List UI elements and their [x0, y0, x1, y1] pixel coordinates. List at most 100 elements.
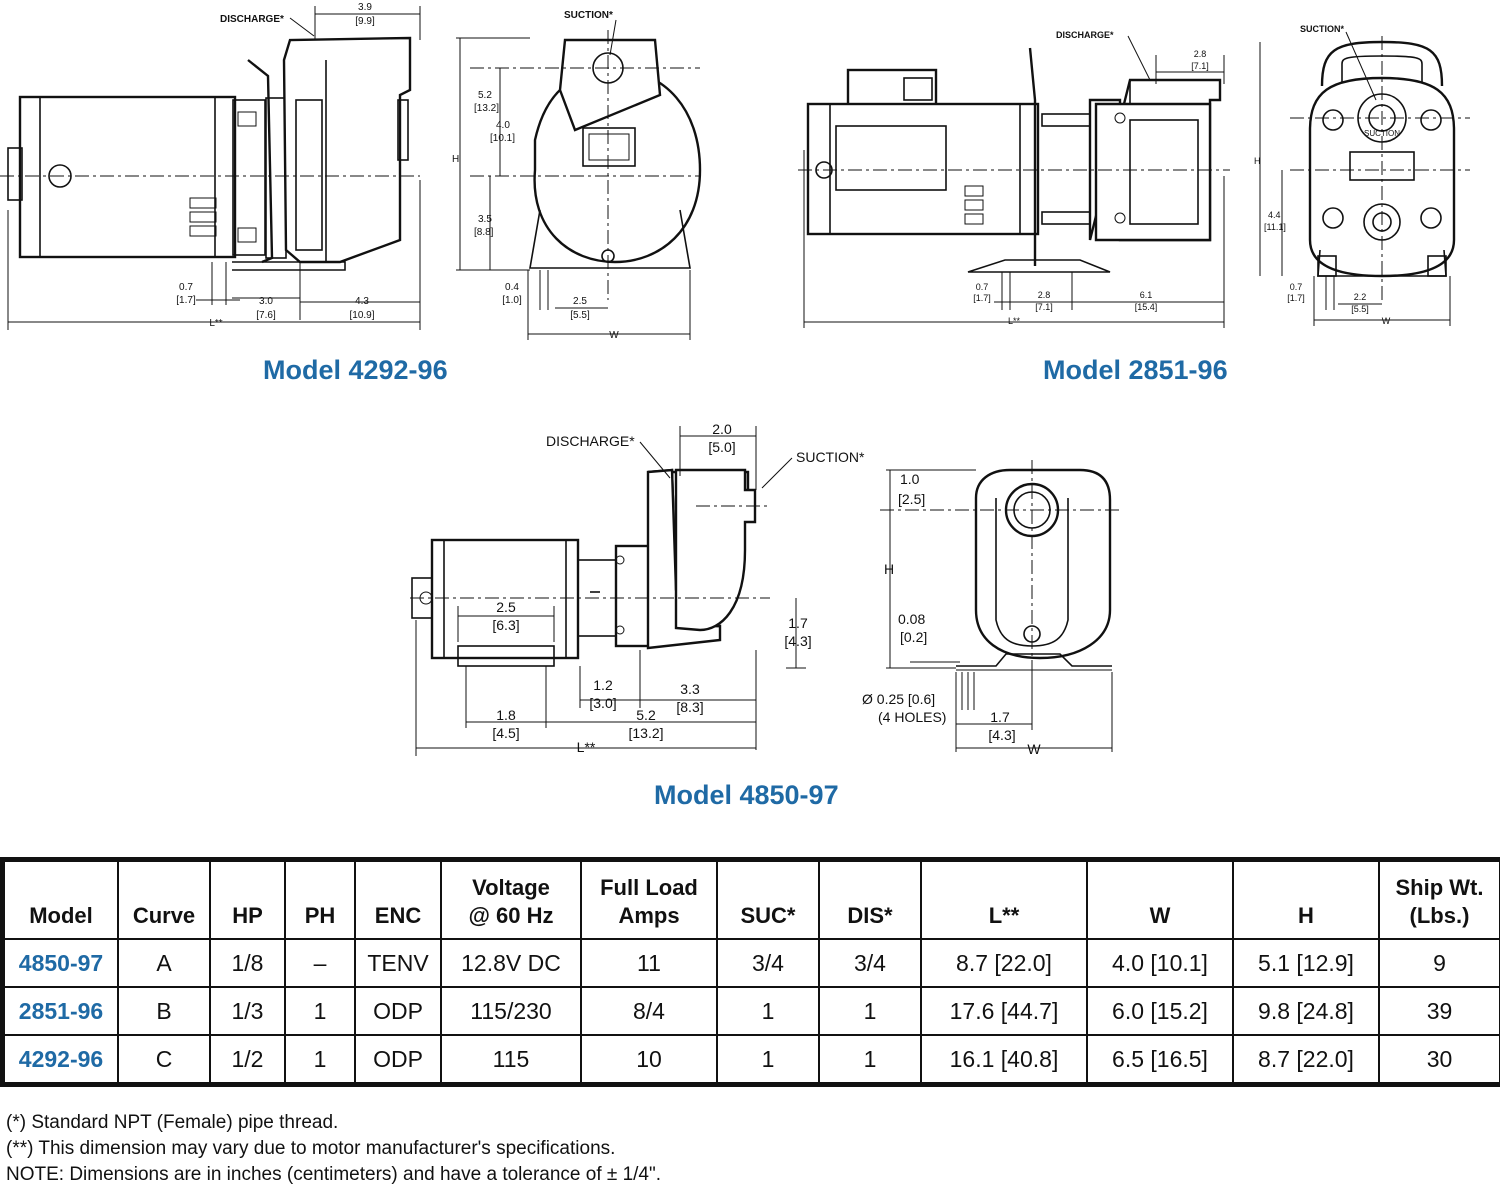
dim-4-4: 4.4: [1268, 210, 1281, 220]
dim-w: W: [609, 330, 619, 341]
table-cell: A: [117, 938, 211, 988]
table-cell: 1/3: [209, 986, 286, 1036]
column-header: W: [1086, 860, 1234, 940]
table-cell: 1: [818, 1034, 922, 1084]
pump-end-view-2851: SUCTION SUCTION* H 4.4 [11.1] 0.7 [1.7] …: [1254, 24, 1470, 326]
table-cell: 1/8: [209, 938, 286, 988]
table-cell: 9.8 [24.8]: [1232, 986, 1380, 1036]
dim-1-2: 1.2: [593, 677, 613, 693]
dim-0-7-cm: [1.7]: [973, 293, 991, 303]
table-cell: 4.0 [10.1]: [1086, 938, 1234, 988]
model-cell: 2851-96: [3, 986, 119, 1036]
column-header: H: [1232, 860, 1380, 940]
dim-5-2-cm: [13.2]: [474, 103, 499, 114]
dim-1-7b-cm: [4.3]: [988, 727, 1015, 743]
table-cell: 6.5 [16.5]: [1086, 1034, 1234, 1084]
column-header: Curve: [117, 860, 211, 940]
table-cell: 115/230: [440, 986, 582, 1036]
dim-4-0-cm: [10.1]: [490, 133, 515, 144]
diagram-2851-96: DISCHARGE* 2.8 [7.1] 0.7 [1.7] 2.8 [7.1]…: [798, 24, 1470, 328]
dim-l: L**: [1008, 316, 1021, 326]
table-cell: 3/4: [716, 938, 820, 988]
dim-0-7b: 0.7: [1290, 282, 1303, 292]
table-cell: 11: [580, 938, 718, 988]
column-header: L**: [920, 860, 1088, 940]
dim-2-8a: 2.8: [1194, 49, 1207, 59]
table-cell: 17.6 [44.7]: [920, 986, 1088, 1036]
discharge-label: DISCHARGE*: [546, 433, 635, 449]
dim-2-0-cm: [5.0]: [708, 439, 735, 455]
dim-0-4: 0.4: [505, 282, 519, 293]
model-title-4850-97: Model 4850-97: [654, 780, 839, 810]
table-cell: 8/4: [580, 986, 718, 1036]
dim-3-9-cm: [9.9]: [355, 16, 375, 27]
dim-0-4-cm: [1.0]: [502, 295, 522, 306]
dim-0-08: 0.08: [898, 611, 925, 627]
dim-2-5-cm: [6.3]: [492, 617, 519, 633]
dim-5-2-cm: [13.2]: [628, 725, 663, 741]
table-cell: 8.7 [22.0]: [920, 938, 1088, 988]
column-header: HP: [209, 860, 286, 940]
dim-1-8-cm: [4.5]: [492, 725, 519, 741]
diagram-4292-96: DISCHARGE* 3.9 [9.9] 0.7 [1.7] 3.0 [7.6]…: [0, 2, 702, 341]
table-cell: 115: [440, 1034, 582, 1084]
table-cell: 1: [284, 986, 356, 1036]
note-dimension-vary: (**) This dimension may vary due to moto…: [6, 1138, 616, 1159]
diagram-4850-97: DISCHARGE* 2.0 [5.0] SUCTION* 2.5 [6.3] …: [410, 421, 1120, 757]
note-tolerance: NOTE: Dimensions are in inches (centimet…: [6, 1164, 662, 1185]
dim-6-1-cm: [15.4]: [1135, 302, 1158, 312]
dim-4-3-cm: [10.9]: [349, 310, 374, 321]
dim-4-0: 4.0: [496, 120, 510, 131]
table-cell: –: [284, 938, 356, 988]
dim-l: L**: [209, 318, 222, 329]
column-header: SUC*: [716, 860, 820, 940]
table-cell: C: [117, 1034, 211, 1084]
suction-cast-label: SUCTION: [1364, 129, 1400, 138]
pump-side-view-2851: DISCHARGE* 2.8 [7.1] 0.7 [1.7] 2.8 [7.1]…: [798, 30, 1230, 328]
discharge-label: DISCHARGE*: [1056, 30, 1114, 40]
dim-1-7-cm: [4.3]: [784, 633, 811, 649]
model-cell: 4292-96: [3, 1034, 119, 1084]
table-cell: 8.7 [22.0]: [1232, 1034, 1380, 1084]
note-npt: (*) Standard NPT (Female) pipe thread.: [6, 1112, 339, 1133]
dim-2-8a-cm: [7.1]: [1191, 61, 1209, 71]
column-header: Voltage@ 60 Hz: [440, 860, 582, 940]
pump-end-view-4850: 1.0 [2.5] H 0.08 [0.2] Ø 0.25 [0.6] (4 H…: [862, 460, 1120, 757]
dim-h: H: [452, 154, 459, 165]
dim-2-0: 2.0: [712, 421, 732, 437]
dim-h: H: [1254, 156, 1261, 166]
pump-side-view-4292: DISCHARGE* 3.9 [9.9] 0.7 [1.7] 3.0 [7.6]…: [0, 2, 421, 330]
model-cell: 4850-97: [3, 938, 119, 988]
column-header: PH: [284, 860, 356, 940]
dim-3-5-cm: [8.8]: [474, 227, 494, 238]
dim-2-5: 2.5: [573, 296, 587, 307]
dim-1-0-cm: [2.5]: [898, 491, 925, 507]
dim-3-9: 3.9: [358, 2, 372, 13]
dim-3-0-cm: [7.6]: [256, 310, 276, 321]
dim-h: H: [884, 561, 894, 577]
column-header: Ship Wt.(Lbs.): [1378, 860, 1500, 940]
dim-0-7: 0.7: [976, 282, 989, 292]
dim-2-5: 2.5: [496, 599, 516, 615]
dim-3-3: 3.3: [680, 681, 700, 697]
dim-2-2: 2.2: [1354, 292, 1367, 302]
suction-label: SUCTION*: [796, 449, 865, 465]
suction-label: SUCTION*: [564, 10, 613, 21]
column-header: DIS*: [818, 860, 922, 940]
table-cell: 1: [716, 1034, 820, 1084]
dim-w: W: [1027, 741, 1041, 757]
dim-1-8: 1.8: [496, 707, 516, 723]
holes-dim: Ø 0.25 [0.6]: [862, 691, 935, 707]
table-cell: 1/2: [209, 1034, 286, 1084]
pump-side-view-4850: DISCHARGE* 2.0 [5.0] SUCTION* 2.5 [6.3] …: [410, 421, 865, 756]
dim-2-5-cm: [5.5]: [570, 310, 590, 321]
table-cell: 1: [284, 1034, 356, 1084]
table-cell: ODP: [354, 1034, 442, 1084]
dim-3-0: 3.0: [259, 296, 273, 307]
table-cell: 10: [580, 1034, 718, 1084]
dim-6-1: 6.1: [1140, 290, 1153, 300]
